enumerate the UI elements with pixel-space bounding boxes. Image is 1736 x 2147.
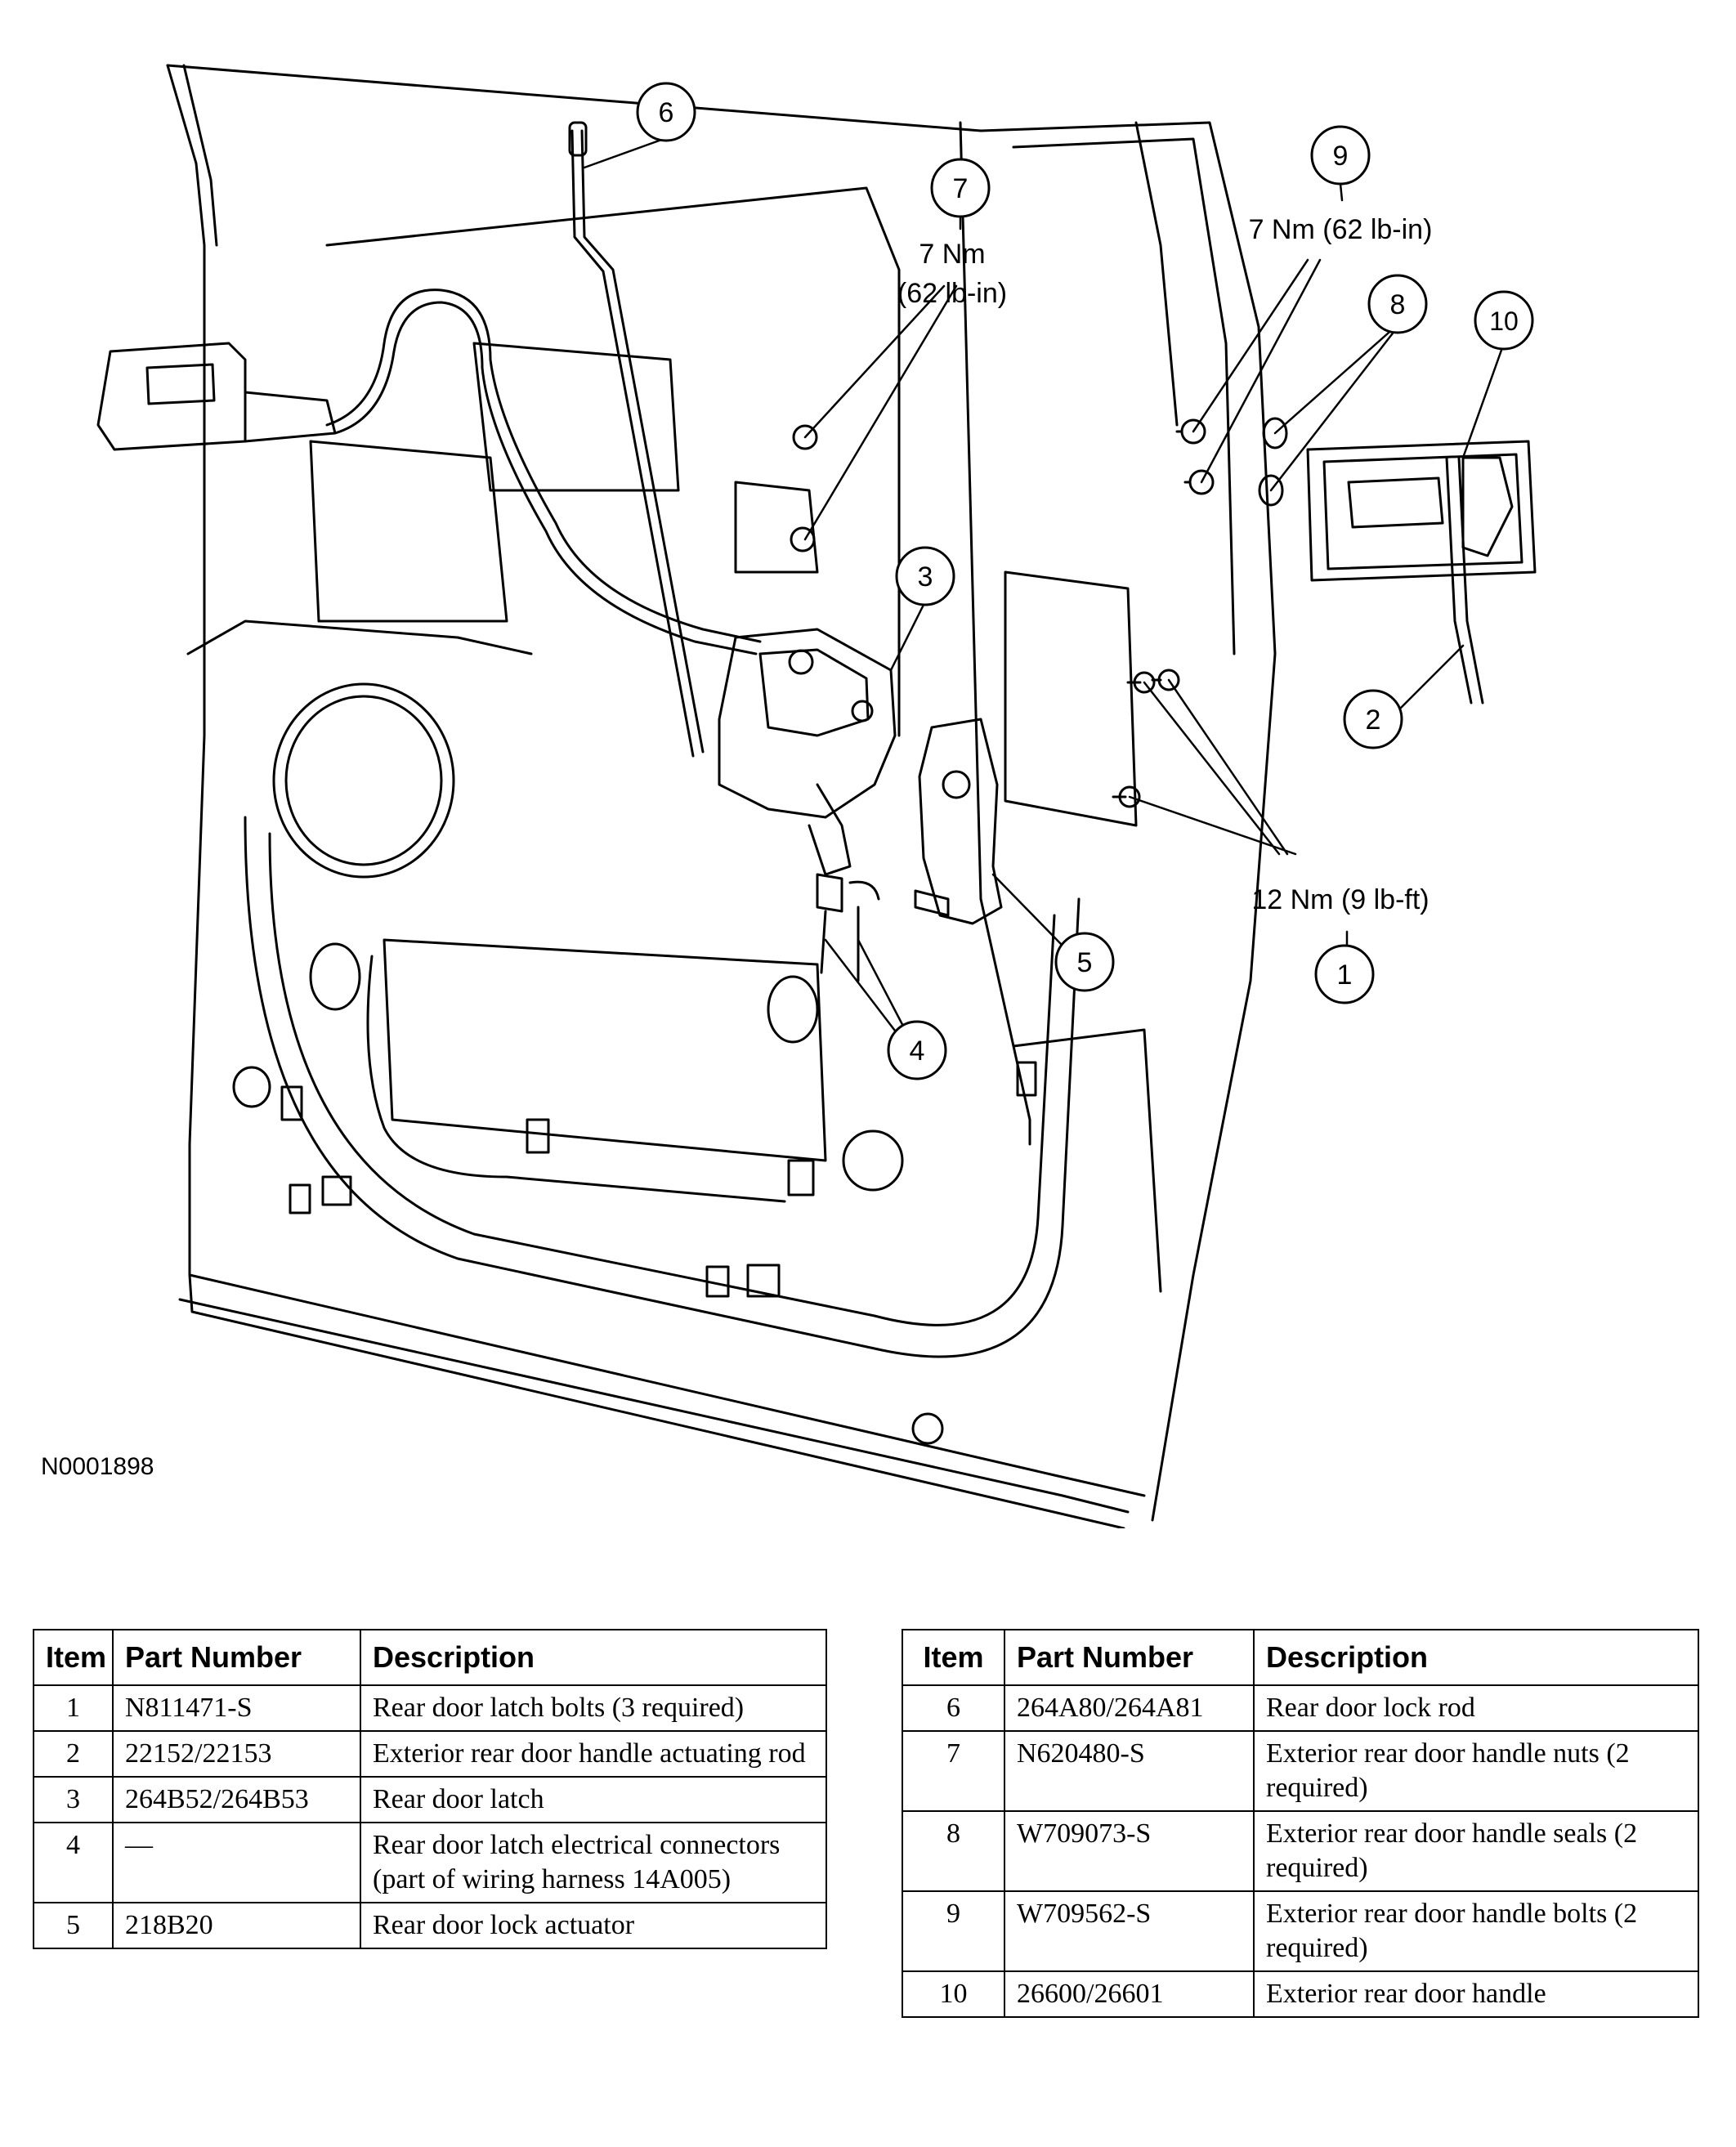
- description-cell: Rear door lock rod: [1253, 1684, 1699, 1732]
- description-cell: Exterior rear door handle: [1253, 1970, 1699, 2018]
- torque-label-latch-bolts: 12 Nm (9 lb-ft): [1251, 884, 1429, 915]
- part-number-cell: W709073-S: [1004, 1810, 1255, 1892]
- callout-10-number: 10: [1489, 306, 1519, 336]
- handle-seals: [1258, 417, 1288, 507]
- description-cell: Exterior rear door handle seals (2 requi…: [1253, 1810, 1699, 1892]
- callout-4: 4: [887, 1020, 947, 1080]
- part-number-cell: N811471-S: [112, 1684, 361, 1732]
- callout-7: 7: [930, 158, 991, 218]
- header-description: Description: [360, 1629, 827, 1686]
- part-number-cell: 22152/22153: [112, 1730, 361, 1778]
- handle-actuating-rod: [1445, 456, 1484, 704]
- header-part-number: Part Number: [1004, 1629, 1255, 1686]
- callout-9: 9: [1310, 125, 1371, 186]
- handle-bolts: [1175, 418, 1215, 495]
- figure-id: N0001898: [41, 1453, 154, 1480]
- torque-label-handle-nuts-line1: 7 Nm: [919, 239, 985, 270]
- callout-2: 2: [1343, 689, 1403, 749]
- callout-3: 3: [895, 546, 955, 606]
- latch-electrical-connectors: [816, 873, 880, 982]
- item-cell: 6: [902, 1684, 1005, 1732]
- header-part-number: Part Number: [112, 1629, 361, 1686]
- part-number-cell: 218B20: [112, 1902, 361, 1949]
- item-cell: 9: [902, 1890, 1005, 1972]
- table-row: 4—Rear door latch electrical connectors …: [33, 1822, 827, 1903]
- header-description: Description: [1253, 1629, 1699, 1686]
- leader-lines: [583, 137, 1506, 1035]
- description-cell: Exterior rear door handle nuts (2 requir…: [1253, 1730, 1699, 1812]
- callout-3-number: 3: [918, 561, 933, 593]
- part-number-cell: 264B52/264B53: [112, 1776, 361, 1823]
- callout-5-number: 5: [1077, 947, 1093, 978]
- description-cell: Exterior rear door handle actuating rod: [360, 1730, 827, 1778]
- callout-1: 1: [1314, 944, 1375, 1004]
- callout-8: 8: [1367, 274, 1428, 334]
- description-cell: Rear door latch electrical connectors (p…: [360, 1822, 827, 1903]
- callout-5: 5: [1054, 932, 1115, 992]
- interior-handle-cables: [325, 289, 762, 655]
- callout-6-number: 6: [659, 97, 674, 128]
- access-holes: [232, 942, 1037, 1445]
- description-cell: Exterior rear door handle bolts (2 requi…: [1253, 1890, 1699, 1972]
- item-cell: 5: [33, 1902, 114, 1949]
- speaker-opening: [272, 682, 455, 879]
- part-number-cell: W709562-S: [1004, 1890, 1255, 1972]
- exterior-door-handle: [1306, 440, 1537, 582]
- description-cell: Rear door lock actuator: [360, 1902, 827, 1949]
- item-cell: 4: [33, 1822, 114, 1903]
- lock-rod: [568, 121, 705, 758]
- item-cell: 10: [902, 1970, 1005, 2018]
- interior-door-handle: [96, 342, 337, 451]
- part-number-cell: 264A80/264A81: [1004, 1684, 1255, 1732]
- item-cell: 2: [33, 1730, 114, 1778]
- callout-1-number: 1: [1337, 959, 1353, 991]
- callout-6: 6: [636, 82, 696, 142]
- part-number-cell: —: [112, 1822, 361, 1903]
- header-item: Item: [33, 1629, 114, 1686]
- callout-2-number: 2: [1366, 704, 1381, 736]
- part-number-cell: 26600/26601: [1004, 1970, 1255, 2018]
- part-number-cell: N620480-S: [1004, 1730, 1255, 1812]
- callout-9-number: 9: [1333, 141, 1349, 172]
- door-latch-exploded-diagram: 6 7 9 8 10 3 2 5 1 4 7 Nm (62 lb-in) 7 N…: [96, 64, 1537, 1528]
- table-header-row: Item Part Number Description: [902, 1629, 1699, 1686]
- rear-door-lock-actuator: [914, 718, 1003, 925]
- callout-8-number: 8: [1390, 289, 1406, 320]
- item-cell: 7: [902, 1730, 1005, 1812]
- handle-nuts: [790, 424, 818, 552]
- rear-door-latch: [718, 628, 897, 876]
- callout-4-number: 4: [910, 1035, 925, 1067]
- item-cell: 3: [33, 1776, 114, 1823]
- table-header-row: Item Part Number Description: [33, 1629, 827, 1686]
- description-cell: Rear door latch bolts (3 required): [360, 1684, 827, 1732]
- item-cell: 1: [33, 1684, 114, 1732]
- door-inner-panel: [166, 64, 1277, 1528]
- latch-bolts: [1112, 669, 1180, 808]
- item-cell: 8: [902, 1810, 1005, 1892]
- torque-label-handle-bolts: 7 Nm (62 lb-in): [1249, 214, 1433, 245]
- callout-10: 10: [1474, 290, 1534, 351]
- header-item: Item: [902, 1629, 1005, 1686]
- callout-7-number: 7: [953, 173, 969, 204]
- description-cell: Rear door latch: [360, 1776, 827, 1823]
- torque-label-handle-nuts-line2: (62 lb-in): [897, 278, 1007, 309]
